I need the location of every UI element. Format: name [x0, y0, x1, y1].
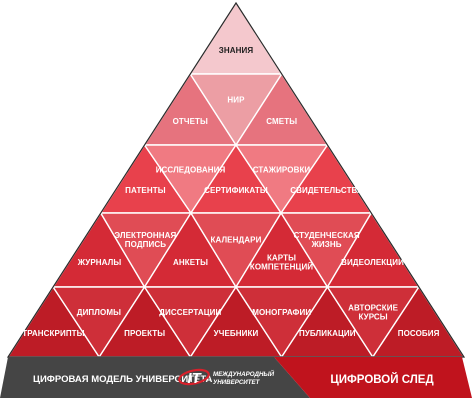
pyramid-cell-label: ЗНАНИЯ — [219, 46, 254, 55]
pyramid-cell-label: УЧЕБНИКИ — [214, 329, 259, 338]
pyramid-cell-label: ЖУРНАЛЫ — [77, 258, 122, 267]
footer-right-panel — [274, 357, 472, 398]
university-logo: IT МЕЖДУНАРОДНЫЙ УНИВЕРСИТЕТ — [178, 368, 275, 387]
logo-line-2: УНИВЕРСИТЕТ — [213, 379, 261, 386]
pyramid-cell-label: ПРОЕКТЫ — [124, 329, 165, 338]
footer-right-label: ЦИФРОВОЙ СЛЕД — [330, 373, 433, 386]
footer-left-label: ЦИФРОВАЯ МОДЕЛЬ УНИВЕРСИТЕТА — [33, 374, 213, 385]
logo-swoosh-icon — [178, 368, 210, 386]
pyramid-cell-label: АНКЕТЫ — [173, 258, 208, 267]
pyramid-cell-label: НИР — [227, 96, 245, 105]
pyramid-cell-label: ПОСОБИЯ — [398, 329, 440, 338]
pyramid-cell-label: СВИДЕТЕЛЬСТВА — [290, 186, 363, 195]
pyramid-cell-label: ВИДЕОЛЕКЦИИ — [341, 258, 404, 267]
logo-mark: IT — [187, 370, 202, 387]
footer-band: ЦИФРОВАЯ МОДЕЛЬ УНИВЕРСИТЕТА ЦИФРОВОЙ СЛ… — [0, 357, 472, 398]
pyramid-cell-label: СТАЖИРОВКИ — [253, 166, 311, 175]
pyramid-cell-label: КАЛЕНДАРИ — [211, 236, 262, 245]
pyramid-cell-label: МОНОГРАФИИ — [252, 308, 311, 317]
pyramid-cell-label: СЕРТИФИКАТЫ — [204, 186, 268, 195]
pyramid-labels: ЗНАНИЯ ОТЧЕТЫ НИР СМЕТЫ ПАТЕНТЫ ИССЛЕДОВАНИЯ С… — [22, 46, 439, 338]
pyramid-cell-label: ПУБЛИКАЦИИ — [299, 329, 356, 338]
pyramid-cell-label: ИССЛЕДОВАНИЯ — [156, 166, 226, 175]
pyramid-cell-label: ОТЧЕТЫ — [173, 117, 208, 126]
logo-line-1: МЕЖДУНАРОДНЫЙ — [213, 370, 275, 378]
footer-left-panel — [0, 357, 310, 398]
pyramid-cell-label: ДИПЛОМЫ — [77, 308, 121, 317]
pyramid-cell — [189, 2, 283, 75]
pyramid-cell-label: ДИССЕРТАЦИИ — [159, 308, 221, 317]
pyramid-cell-label: СМЕТЫ — [266, 117, 297, 126]
pyramid-cell-label: ТРАНСКРИПТЫ — [22, 329, 84, 338]
pyramid-cell-label: ПАТЕНТЫ — [125, 186, 166, 195]
pyramid-cells — [6, 1, 466, 358]
